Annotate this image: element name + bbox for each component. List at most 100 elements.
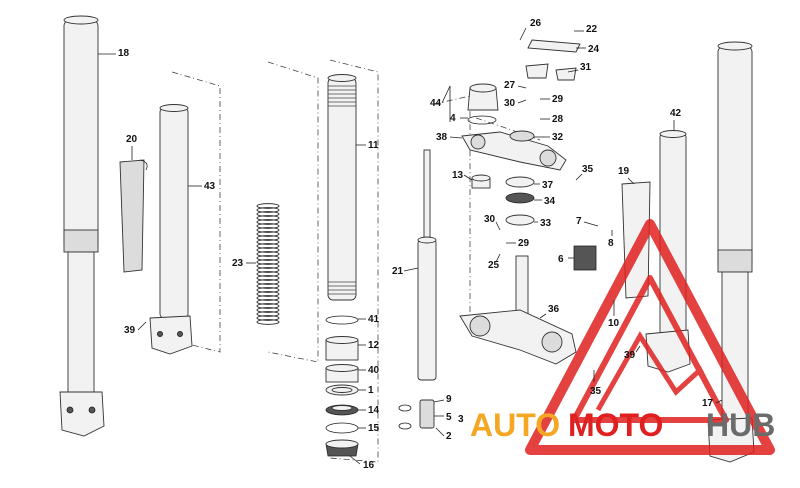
part-label-1: 1 (368, 385, 374, 396)
part-label-10: 10 (608, 318, 620, 329)
leader-line-9 (433, 399, 445, 403)
part-label-40: 40 (368, 365, 380, 376)
part-24-plate (527, 39, 581, 53)
leader-line-21 (403, 267, 419, 272)
part-label-16: 16 (363, 460, 375, 471)
part-11-fork-cartridge (327, 74, 357, 301)
leader-line-2 (435, 427, 445, 437)
part-label-8: 8 (608, 238, 614, 249)
part-label-19: 19 (618, 166, 630, 177)
part-label-27: 27 (504, 80, 516, 91)
part-stem-lower (459, 255, 577, 365)
part-18-fork-tube-left (59, 15, 105, 437)
part-label-30: 30 (504, 98, 516, 109)
part-13-bushing (471, 174, 491, 189)
part-5-valve (398, 399, 435, 430)
part-label-3: 3 (458, 414, 464, 425)
watermark-text: AUTO MOTO HUB (470, 407, 775, 443)
part-label-24: 24 (588, 44, 600, 55)
part-label-28: 28 (552, 114, 564, 125)
part-label-9: 9 (446, 394, 452, 405)
part-label-41: 41 (368, 314, 380, 325)
guide-line-43 (171, 71, 221, 353)
part-label-17: 17 (702, 398, 714, 409)
part-label-23: 23 (232, 258, 244, 269)
part-12-bushing (325, 336, 359, 361)
part-label-43: 43 (204, 181, 216, 192)
leader-line-31 (567, 69, 579, 73)
part-33-bearing (505, 214, 535, 226)
part-label-36: 36 (548, 304, 560, 315)
watermark-triangle-inner (571, 275, 729, 423)
watermark-triangle-outer (525, 219, 775, 455)
leader-line-38 (449, 136, 463, 139)
part-label-35: 35 (582, 164, 594, 175)
part-label-13: 13 (452, 170, 464, 181)
part-label-21: 21 (392, 266, 404, 277)
part-15-clip (325, 422, 359, 434)
part-label-34: 34 (544, 196, 556, 207)
guide-line-23 (267, 61, 319, 363)
part-14-oil-seal (325, 404, 359, 416)
part-34-bearing (505, 192, 535, 204)
part-40-bushing (325, 364, 359, 383)
leader-line-13 (463, 174, 473, 181)
watermark-moto: MOTO (568, 407, 663, 443)
part-label-15: 15 (368, 423, 380, 434)
part-label-29: 29 (552, 94, 564, 105)
part-23-fork-spring (256, 203, 280, 325)
leader-line-39 (137, 321, 147, 331)
part-label-6: 6 (558, 254, 564, 265)
part-label-37: 37 (542, 180, 554, 191)
leader-line-30 (495, 221, 501, 231)
part-43-fork-outer-tube (149, 104, 193, 355)
part-label-26: 26 (530, 18, 542, 29)
callout-labels: 1234567891011121314151617181920212223242… (98, 18, 723, 471)
part-label-32: 32 (552, 132, 564, 143)
autopmotohub-watermark-logo (525, 219, 775, 455)
leader-line-7 (583, 221, 599, 227)
part-label-20: 20 (126, 134, 138, 145)
part-41-circlip (325, 315, 359, 325)
part-label-44: 44 (430, 98, 442, 109)
part-37-washer (505, 176, 535, 188)
leader-line-17 (715, 399, 723, 404)
part-label-18: 18 (118, 48, 130, 59)
watermark-auto: AUTO (470, 407, 560, 443)
watermark-mountain (595, 331, 723, 412)
leader-line-16 (349, 455, 361, 465)
part-label-39: 39 (624, 350, 636, 361)
part-label-11: 11 (368, 140, 379, 151)
leader-line-30 (517, 99, 527, 104)
part-label-25: 25 (488, 260, 500, 271)
part-label-7: 7 (576, 216, 582, 227)
leader-line-25 (495, 253, 501, 263)
part-label-30: 30 (484, 214, 496, 225)
part-38-upper-triple-clamp (461, 131, 567, 171)
leader-line-36 (539, 313, 547, 319)
part-label-39: 39 (124, 325, 136, 336)
leader-line-44 (441, 85, 451, 122)
part-label-33: 33 (540, 218, 552, 229)
part-label-4: 4 (450, 113, 456, 124)
part-label-5: 5 (446, 412, 452, 423)
part-31-clamps (525, 63, 577, 81)
part-44-cap-assembly (467, 83, 499, 125)
part-label-12: 12 (368, 340, 380, 351)
part-label-38: 38 (436, 132, 448, 143)
leader-line-19 (627, 177, 635, 185)
part-label-14: 14 (368, 405, 380, 416)
part-label-29: 29 (518, 238, 530, 249)
leader-line-27 (517, 85, 527, 89)
leader-line-26 (519, 27, 527, 41)
part-label-31: 31 (580, 62, 592, 73)
part-32-nut (509, 130, 535, 142)
leader-line-39 (635, 345, 641, 353)
part-6-reflector (573, 245, 597, 271)
part-label-2: 2 (446, 431, 452, 442)
leader-line-35 (575, 173, 583, 181)
part-label-35: 35 (590, 386, 602, 397)
part-label-22: 22 (586, 24, 598, 35)
